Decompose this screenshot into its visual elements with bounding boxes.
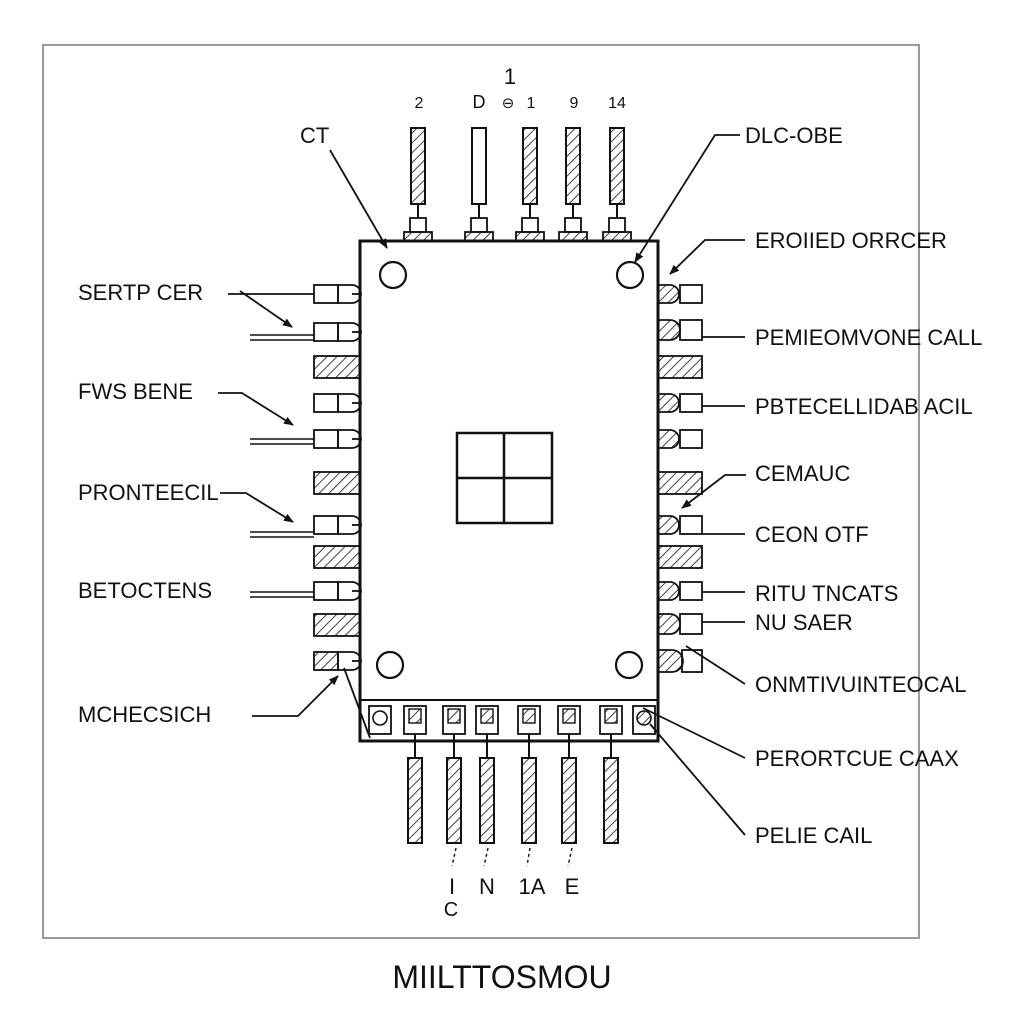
- right-pin: [657, 613, 703, 635]
- top-pin: [464, 127, 494, 242]
- left-label: BETOCTENS: [78, 578, 212, 603]
- diagram-title: MIILTTOSMOU: [392, 959, 611, 995]
- bottom-pin-label: N: [479, 874, 495, 899]
- right-label: ERОIIED ORRCER: [755, 228, 947, 253]
- top-pin: [602, 127, 632, 242]
- left-pin: [313, 471, 361, 495]
- left-label: PRONTEECIL: [78, 480, 219, 505]
- right-label: NU SAER: [755, 610, 853, 635]
- bottom-pin-label: 1A: [519, 874, 546, 899]
- right-pin: [657, 515, 703, 535]
- top-marker-number: 1: [504, 64, 516, 89]
- callout-label-top-left: CT: [300, 123, 329, 148]
- left-label: FWS BENE: [78, 379, 193, 404]
- right-label: ONMTIVUINTEOCAL: [755, 672, 966, 697]
- left-pins: [313, 284, 362, 671]
- callout-label-top-right: DLC-OBE: [745, 123, 843, 148]
- left-pin: [313, 429, 362, 449]
- left-pin: [313, 355, 361, 379]
- callout-labels: CT DLC-OBE SERTP CER FWS BENE PRONTEECIL…: [78, 123, 982, 848]
- right-label: RITU TNCATS: [755, 581, 898, 606]
- left-pin: [313, 393, 362, 413]
- right-pin: [657, 393, 703, 413]
- right-pin: [657, 649, 703, 673]
- bottom-pin: [517, 705, 541, 844]
- right-label: CEON OTF: [755, 522, 869, 547]
- bottom-pin-label: I: [449, 874, 455, 899]
- bottom-pin: [403, 705, 427, 844]
- top-pin-label: 1: [527, 95, 536, 112]
- top-pin: [403, 127, 433, 242]
- left-pin: [313, 545, 361, 569]
- right-pin: [657, 319, 703, 341]
- left-label: SERTP CER: [78, 280, 203, 305]
- top-pin-label: 14: [608, 95, 626, 112]
- left-pin: [313, 322, 362, 342]
- bottom-extra-label: C: [444, 899, 458, 921]
- right-label: CEMAUC: [755, 461, 850, 486]
- top-pins: [403, 127, 632, 242]
- mounting-hole: [615, 260, 645, 290]
- left-pin: [313, 613, 361, 637]
- right-label: PERORTCUE CAAX: [755, 746, 959, 771]
- left-label: MCHECSICH: [78, 702, 211, 727]
- center-die: [455, 431, 554, 525]
- right-pin: [657, 471, 703, 495]
- mounting-hole: [614, 650, 644, 680]
- bottom-pin: [475, 705, 499, 844]
- left-pin: [313, 651, 362, 671]
- bottom-pin: [368, 705, 392, 735]
- drawing-frame: [42, 44, 920, 939]
- left-pin: [313, 284, 362, 304]
- mounting-hole: [378, 260, 408, 290]
- bottom-ticks: [451, 847, 573, 867]
- right-pin: [657, 284, 703, 304]
- right-pin: [657, 355, 703, 379]
- bottom-pin-label: E: [565, 874, 580, 899]
- bottom-pin: [599, 705, 623, 844]
- top-pin: [515, 127, 545, 242]
- bottom-pin: [632, 705, 656, 735]
- top-pin-label: D: [473, 92, 486, 112]
- top-pin-label: 2: [415, 95, 424, 112]
- right-label: PBTECELLIDAB ACIL: [755, 394, 973, 419]
- bottom-pin: [442, 705, 466, 844]
- right-label: PEMIEOMVONE CALL: [755, 325, 982, 350]
- bottom-pins: [368, 705, 656, 844]
- right-pin: [657, 545, 703, 569]
- right-pin: [657, 429, 703, 449]
- right-label: PELIE CAIL: [755, 823, 872, 848]
- right-pins: [657, 284, 703, 673]
- left-leads: [250, 334, 314, 598]
- top-pin-labels: 2 D 1 9 14 1 ⊖: [415, 64, 626, 112]
- mounting-hole: [375, 650, 405, 680]
- bottom-pin-labels: I N 1A E C: [444, 874, 580, 921]
- left-pin: [313, 515, 362, 535]
- top-pin-label: 9: [570, 95, 579, 112]
- top-marker-glyph: ⊖: [502, 95, 515, 112]
- bottom-pin: [557, 705, 581, 844]
- right-pin: [657, 581, 703, 601]
- callout-lines: [218, 134, 746, 836]
- top-pin: [558, 127, 588, 242]
- chip-body: [358, 239, 660, 743]
- left-pin: [313, 581, 362, 601]
